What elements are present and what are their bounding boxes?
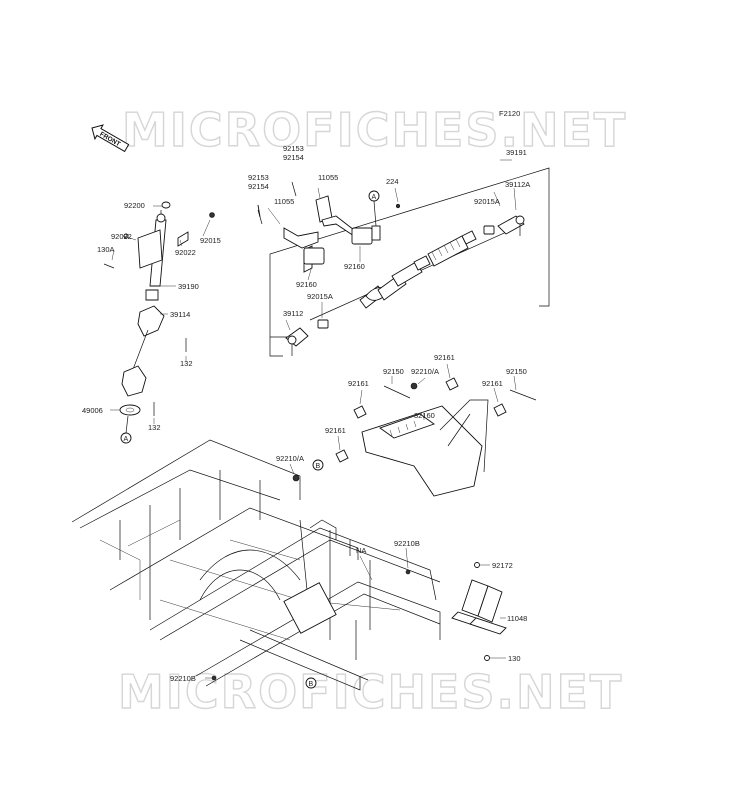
callout-b-bottom bbox=[305, 677, 317, 689]
label-92210A-b: 92210/A bbox=[276, 454, 304, 463]
label-11055-b: 11055 bbox=[274, 197, 294, 206]
callout-b-top-label: B bbox=[316, 463, 321, 470]
watermark-top: MICROFICHES.NET bbox=[122, 103, 627, 157]
label-92210B-b: 92210B bbox=[170, 674, 196, 683]
label-92172: 92172 bbox=[492, 561, 513, 570]
label-92210A-a: 92210/A bbox=[411, 367, 439, 376]
leader-lines bbox=[110, 159, 517, 679]
rack-assembly-bracket bbox=[269, 167, 550, 357]
label-92153-a: 92153 bbox=[283, 144, 304, 153]
rack-clamp-left bbox=[257, 204, 325, 273]
label-92161-a: 92161 bbox=[348, 379, 369, 388]
part-labels: 39191 92153 92154 11055 92153 92154 1105… bbox=[82, 144, 530, 683]
washer-92200 bbox=[161, 201, 171, 209]
rack-clamp-right bbox=[315, 195, 373, 245]
label-92015: 92015 bbox=[200, 236, 221, 245]
bolt-92150-left bbox=[383, 385, 411, 399]
label-92015A-a: 92015A bbox=[474, 197, 500, 206]
tie-rod-end-right bbox=[497, 215, 525, 236]
label-32160: 32160 bbox=[414, 411, 435, 420]
figure-code: F2120 bbox=[499, 109, 520, 118]
bushing-left bbox=[317, 319, 329, 329]
label-132-b: 132 bbox=[148, 423, 161, 432]
label-130: 130 bbox=[508, 654, 521, 663]
label-224: 224 bbox=[386, 177, 399, 186]
label-130A: 130A bbox=[97, 245, 115, 254]
callout-a-bottom-label: A bbox=[124, 436, 129, 443]
label-92150-b: 92150 bbox=[506, 367, 527, 376]
label-92150-a: 92150 bbox=[383, 367, 404, 376]
label-NA: NA bbox=[356, 546, 366, 555]
label-92022-a: 92022 bbox=[111, 232, 132, 241]
label-39112A: 39112A bbox=[505, 180, 530, 189]
main-frame bbox=[71, 439, 441, 691]
label-92161-d: 92161 bbox=[325, 426, 346, 435]
label-92161-b: 92161 bbox=[434, 353, 455, 362]
steering-column bbox=[119, 210, 167, 416]
label-92210B-a: 92210B bbox=[394, 539, 420, 548]
label-92200: 92200 bbox=[124, 201, 145, 210]
callout-b-bottom-label: B bbox=[309, 681, 314, 688]
bracket-11048 bbox=[451, 579, 507, 635]
callout-b-top bbox=[312, 459, 324, 471]
bolt-92150-right bbox=[509, 389, 537, 401]
label-92015A-b: 92015A bbox=[307, 292, 333, 301]
label-92161-c: 92161 bbox=[482, 379, 503, 388]
label-39112: 39112 bbox=[283, 309, 303, 318]
steering-rack bbox=[309, 225, 521, 321]
label-132-a: 132 bbox=[180, 359, 193, 368]
label-39191: 39191 bbox=[506, 148, 527, 157]
label-92160-b: 92160 bbox=[296, 280, 317, 289]
label-11055-a: 11055 bbox=[318, 173, 338, 182]
label-92154-a: 92154 bbox=[283, 153, 304, 162]
label-39114: 39114 bbox=[170, 310, 190, 319]
watermark-bottom: MICROFICHES.NET bbox=[118, 665, 623, 719]
label-92160-a: 92160 bbox=[344, 262, 365, 271]
callout-a-top-label: A bbox=[372, 194, 377, 201]
label-92154-b: 92154 bbox=[248, 182, 269, 191]
label-11048: 11048 bbox=[507, 614, 527, 623]
tie-rod-end-left bbox=[285, 327, 309, 356]
label-49006: 49006 bbox=[82, 406, 103, 415]
label-39190: 39190 bbox=[178, 282, 199, 291]
mount-bracket-32160 bbox=[361, 399, 489, 497]
label-92153-b: 92153 bbox=[248, 173, 269, 182]
label-92022-b: 92022 bbox=[175, 248, 196, 257]
bushing-right bbox=[483, 225, 495, 235]
